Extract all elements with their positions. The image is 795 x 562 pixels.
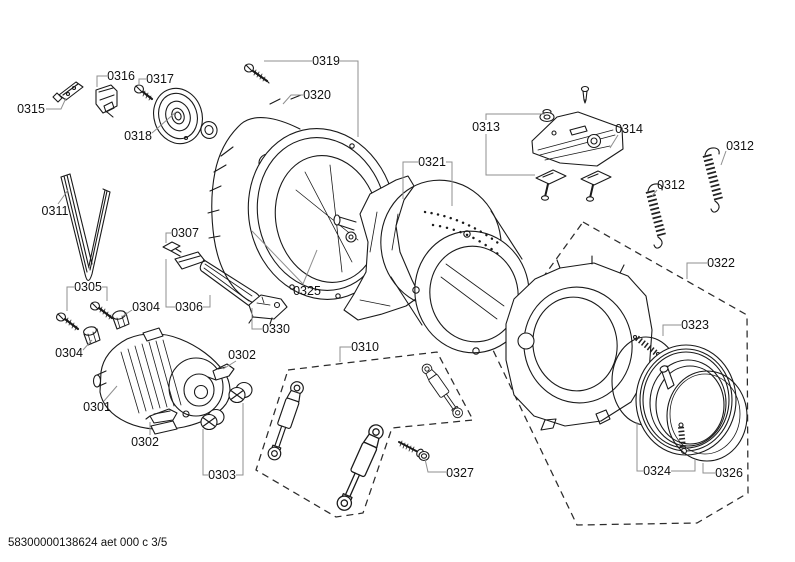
drive-belt-0311 xyxy=(60,173,111,282)
part-label-0320: 0320 xyxy=(303,88,331,102)
leader-line-0318 xyxy=(151,111,177,134)
leader-line-0304 xyxy=(122,309,133,317)
part-label-0302: 0302 xyxy=(228,348,256,362)
leader-line-0302 xyxy=(222,360,237,370)
part-label-0326: 0326 xyxy=(715,466,743,480)
leader-line-0305 xyxy=(102,286,108,301)
part-label-0324: 0324 xyxy=(643,464,671,478)
part-label-0304: 0304 xyxy=(132,300,160,314)
part-label-0305: 0305 xyxy=(74,280,102,294)
part-label-0313: 0313 xyxy=(472,120,500,134)
leader-line-0311 xyxy=(57,189,69,205)
leader-line-0324 xyxy=(636,422,643,472)
leader-line-0325 xyxy=(251,230,304,285)
leader-line-0323 xyxy=(662,324,681,336)
group-boundary-0322 xyxy=(491,221,749,526)
front-tub-half-0322 xyxy=(505,255,653,431)
brush-cap-0303-right xyxy=(228,381,253,404)
leader-line-0303 xyxy=(202,429,208,476)
part-label-0311: 0311 xyxy=(42,204,69,218)
screw-0317 xyxy=(133,84,154,101)
leader-line-0317 xyxy=(138,78,146,85)
part-label-0319: 0319 xyxy=(312,54,340,68)
leader-line-0303 xyxy=(236,403,244,476)
screw-0327 xyxy=(398,440,430,462)
leader-line-0301 xyxy=(103,385,118,402)
rear-tub-half-0320 xyxy=(207,94,397,308)
leader-line-0306 xyxy=(203,295,211,308)
leader-line-0306 xyxy=(165,259,175,308)
part-label-0304: 0304 xyxy=(55,346,83,360)
clip-0302-lower xyxy=(145,408,178,424)
mounting-hardware-0313 xyxy=(535,85,612,202)
part-label-0310: 0310 xyxy=(351,340,379,354)
leader-line-0315 xyxy=(46,97,67,110)
leader-line-0305 xyxy=(66,286,74,311)
leader-line-0313 xyxy=(485,113,545,120)
part-label-0303: 0303 xyxy=(208,468,236,482)
drum-0321 xyxy=(380,179,532,355)
leader-line-0313 xyxy=(485,134,535,176)
clip-0302-upper xyxy=(207,363,235,381)
part-label-0317: 0317 xyxy=(146,72,174,86)
motor-pulley-0318 xyxy=(153,87,203,145)
heater-element-0306 xyxy=(174,251,262,308)
nut-0304-upper xyxy=(112,310,130,330)
shipping-brace-0315 xyxy=(52,81,84,103)
leader-line-0322 xyxy=(686,262,707,279)
leader-line-0320 xyxy=(282,94,303,105)
part-label-0307: 0307 xyxy=(171,226,199,240)
leader-line-0327 xyxy=(424,458,446,473)
bracket-0330 xyxy=(248,294,288,325)
part-label-0316: 0316 xyxy=(107,69,135,83)
door-lock-0316 xyxy=(95,84,118,118)
leader-line-0321 xyxy=(446,161,453,206)
screw-0319 xyxy=(243,63,270,84)
motor-0301 xyxy=(92,327,231,435)
part-label-0312: 0312 xyxy=(657,178,685,192)
part-label-0315: 0315 xyxy=(17,102,45,116)
part-label-0330: 0330 xyxy=(262,322,290,336)
leader-line-0304 xyxy=(82,339,93,351)
part-label-0301: 0301 xyxy=(83,400,111,414)
brush-cap-0303-left xyxy=(200,408,225,431)
door-ring-0324 xyxy=(635,344,737,456)
leader-line-0321 xyxy=(402,161,418,199)
part-label-0322: 0322 xyxy=(707,256,735,270)
sheet-footer: 58300000138624 aet 000 c 3/5 xyxy=(8,537,168,549)
leader-line-0319 xyxy=(340,60,359,137)
nut-0304-lower xyxy=(83,326,101,346)
part-label-0318: 0318 xyxy=(124,129,152,143)
counterweight-0314 xyxy=(531,111,624,167)
leader-line-0312 xyxy=(720,150,727,166)
shaft-seal-ring xyxy=(200,120,218,140)
boundaries-layer xyxy=(255,221,749,526)
leader-line-0324 xyxy=(671,459,696,472)
drum-support-spider xyxy=(333,175,421,321)
part-label-0314: 0314 xyxy=(615,122,643,136)
leader-line-0307 xyxy=(165,232,171,243)
part-label-0321: 0321 xyxy=(418,155,446,169)
part-label-0325: 0325 xyxy=(293,284,321,298)
leader-line-0330 xyxy=(251,308,262,330)
leader-line-0325 xyxy=(302,249,318,285)
part-label-0306: 0306 xyxy=(175,300,203,314)
screws-0305 xyxy=(55,301,114,331)
leader-line-0326 xyxy=(702,463,715,474)
leader-line-0312 xyxy=(651,189,658,197)
part-label-0302: 0302 xyxy=(131,435,159,449)
suspension-spring-0312-left xyxy=(645,183,667,249)
part-label-0312: 0312 xyxy=(726,139,754,153)
leader-line-0316 xyxy=(96,75,107,87)
part-label-0323: 0323 xyxy=(681,318,709,332)
clip-0307 xyxy=(162,241,182,257)
group-boundary-0310 xyxy=(255,351,474,518)
leader-line-0310 xyxy=(339,346,351,362)
callouts-layer: 0315 0316 0317 0318 0311 0319 0320 0321 0313 0314… xyxy=(17,54,754,482)
door-glass-0326 xyxy=(666,370,748,462)
suspension-spring-0312-right xyxy=(702,147,724,213)
part-label-0327: 0327 xyxy=(446,466,474,480)
leader-line-0314 xyxy=(609,134,619,149)
